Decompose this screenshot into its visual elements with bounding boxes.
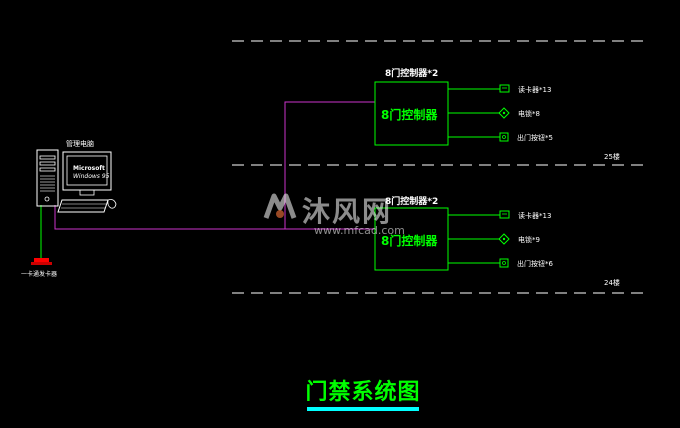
controller-label-25f: 8门控制器 — [381, 107, 438, 122]
controller-header-25f: 8门控制器*2 — [385, 67, 438, 79]
card-reader-icon — [499, 210, 510, 219]
device-label-lock-25f: 电锁*8 — [518, 109, 540, 118]
electric-lock-icon — [498, 233, 510, 245]
device-label-reader-25f: 读卡器*13 — [518, 85, 551, 94]
device-label-exit-24f: 出门按钮*6 — [517, 259, 553, 268]
computer-screen-text-1: Microsoft — [73, 165, 105, 172]
watermark-text: 沐风网 — [302, 195, 393, 228]
card-reader-icon — [499, 84, 510, 93]
diagram-title: 门禁系统图 — [305, 380, 421, 405]
exit-button-icon — [499, 132, 509, 142]
controller-label-24f: 8门控制器 — [381, 233, 438, 248]
computer-icon — [36, 149, 117, 213]
card-issuer-icon — [31, 258, 52, 265]
controller-header-24f: 8门控制器*2 — [385, 195, 438, 207]
floor-label-24f: 24楼 — [604, 278, 620, 287]
computer-screen-text-2: Windows 95 — [73, 173, 110, 180]
exit-button-icon — [499, 258, 509, 268]
card-issuer-label: 一卡通发卡器 — [21, 270, 57, 278]
device-label-reader-24f: 读卡器*13 — [518, 211, 551, 220]
watermark-url: www.mfcad.com — [314, 224, 405, 237]
watermark-logo-icon — [263, 193, 297, 219]
device-label-lock-24f: 电锁*9 — [518, 235, 540, 244]
electric-lock-icon — [498, 107, 510, 119]
device-label-exit-25f: 出门按钮*5 — [517, 133, 553, 142]
computer-label: 管理电脑 — [66, 139, 94, 148]
title-underline — [307, 407, 419, 411]
floor-label-25f: 25楼 — [604, 152, 620, 161]
